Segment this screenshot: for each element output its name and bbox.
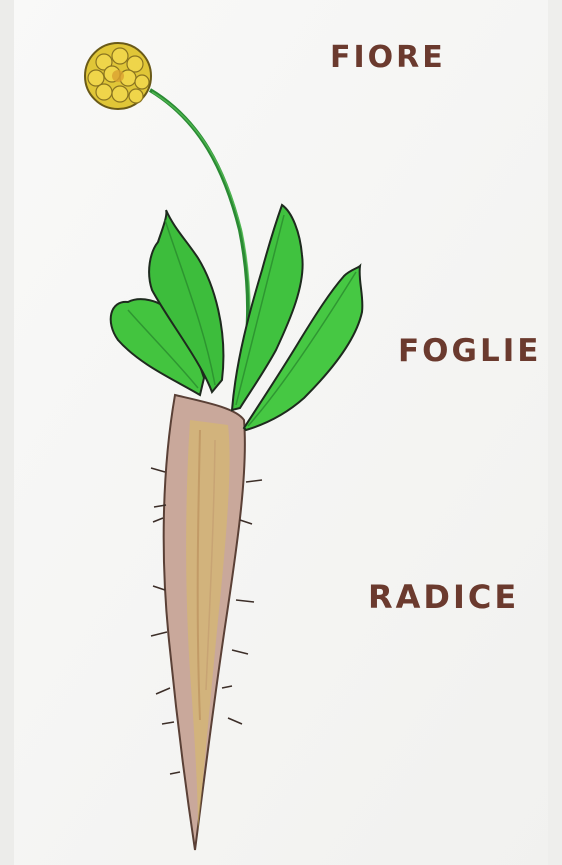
label-root: RADICE xyxy=(368,578,519,616)
label-flower: FIORE xyxy=(330,40,446,75)
flower-head xyxy=(85,43,151,109)
label-leaves: FOGLIE xyxy=(398,333,541,369)
leaves-cluster xyxy=(111,205,363,430)
root-taproot xyxy=(151,395,262,850)
